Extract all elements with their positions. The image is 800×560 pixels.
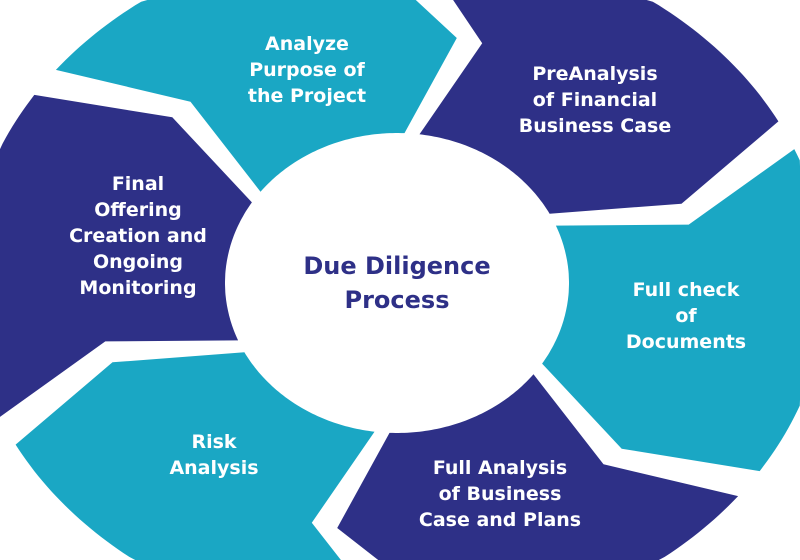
step-analyze-purpose: Analyze Purpose of the Project	[247, 33, 367, 107]
segment-preanalysis	[419, 0, 779, 214]
segment-final-offering	[0, 94, 252, 417]
step-preanalysis: PreAnalysis of Financial Business Case	[518, 63, 672, 137]
step-final-offering: Final Offering Creation and Ongoing Moni…	[69, 173, 207, 299]
segment-full-analysis	[337, 374, 739, 560]
center-title: Due Diligence Process	[303, 252, 491, 314]
step-full-check-documents: Full check of Documents	[625, 279, 747, 353]
segment-analyze-purpose	[55, 0, 457, 192]
segment-risk-analysis	[15, 352, 375, 560]
step-risk-analysis: Risk Analysis	[169, 431, 259, 479]
step-full-analysis: Full Analysis of Business Case and Plans	[418, 457, 582, 531]
segment-full-check-documents	[542, 149, 800, 472]
